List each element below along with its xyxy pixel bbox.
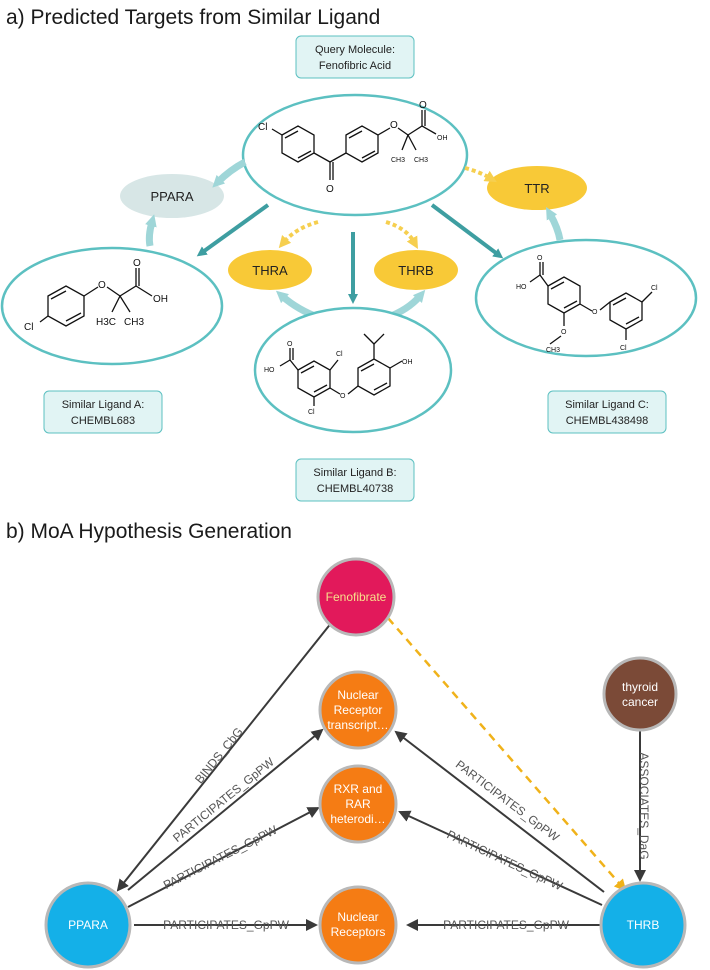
svg-text:Cl: Cl: [620, 345, 627, 352]
svg-text:O: O: [419, 100, 427, 111]
ligand-c-structure: O HO O CH3 O Cl Cl: [516, 255, 658, 354]
svg-text:Cl: Cl: [308, 409, 315, 416]
predicted-arrow-ttr: [464, 166, 497, 183]
curved-arrow-ligand-c-ttr: [546, 207, 564, 241]
target-ppara-label: PPARA: [150, 189, 193, 204]
arrow-query-ligand-a: [196, 203, 270, 257]
curved-arrow-ligand-a-ppara: [145, 214, 157, 247]
target-thrb-label: THRB: [398, 263, 433, 278]
svg-text:Cl: Cl: [336, 351, 343, 358]
edge-predicted-fenofibrate-thrb: [387, 617, 627, 892]
svg-text:Receptors: Receptors: [331, 925, 386, 939]
curved-arrow-query-ppara: [212, 158, 247, 188]
node-ppara[interactable]: PPARA: [44, 881, 132, 969]
target-thrb: [374, 250, 458, 290]
node-nuclear-receptor-transcription[interactable]: Nuclear Receptor transcript…: [318, 670, 398, 750]
ligand-c-label: Similar Ligand C: CHEMBL438498: [547, 390, 667, 434]
svg-text:Similar Ligand C:: Similar Ligand C:: [565, 399, 649, 411]
query-molecule-label: Query Molecule: Fenofibric Acid: [295, 35, 415, 79]
svg-text:RAR: RAR: [345, 797, 371, 811]
svg-text:OH: OH: [402, 359, 413, 366]
node-thyroid-cancer[interactable]: thyroid cancer: [602, 656, 678, 732]
svg-text:HO: HO: [264, 367, 275, 374]
ligand-a-structure: Cl O O OH H3C CH3: [24, 258, 168, 333]
query-molecule-ellipse: [241, 93, 469, 217]
ligand-b-structure: O HO Cl Cl O OH: [264, 333, 413, 416]
svg-text:O: O: [326, 184, 334, 195]
svg-text:Fenofibrate: Fenofibrate: [326, 590, 387, 604]
edge-ppara-rxr: [127, 807, 320, 908]
svg-text:Cl: Cl: [651, 285, 658, 292]
svg-text:CH3: CH3: [391, 157, 405, 164]
svg-text:Receptor: Receptor: [334, 703, 383, 717]
node-nuclear-receptors[interactable]: Nuclear Receptors: [318, 885, 398, 965]
node-thrb[interactable]: THRB: [599, 881, 687, 969]
svg-text:O: O: [98, 280, 106, 291]
ligand-c-ellipse: [474, 238, 698, 358]
svg-text:O: O: [287, 341, 293, 348]
target-ttr: [487, 166, 587, 210]
svg-text:O: O: [390, 120, 398, 131]
svg-text:H3C: H3C: [96, 317, 116, 328]
svg-text:Nuclear: Nuclear: [337, 910, 378, 924]
svg-text:OH: OH: [437, 135, 448, 142]
svg-text:CH3: CH3: [414, 157, 428, 164]
svg-text:O: O: [340, 393, 346, 400]
panel-b-title: b) MoA Hypothesis Generation: [6, 520, 292, 543]
edge-label-ppara-nr: PARTICIPATES_GpPW: [163, 918, 289, 932]
ligand-b-ellipse: [253, 306, 453, 434]
svg-text:CHEMBL683: CHEMBL683: [71, 415, 135, 427]
svg-text:O: O: [561, 329, 567, 336]
edge-label-associates: ASSOCIATES_DaG: [637, 752, 651, 859]
ligand-b-label: Similar Ligand B: CHEMBL40738: [295, 458, 415, 502]
predicted-arrow-thrb: [385, 220, 418, 249]
svg-text:HO: HO: [516, 284, 527, 291]
svg-text:Cl: Cl: [24, 322, 33, 333]
svg-text:transcript…: transcript…: [327, 718, 388, 732]
svg-text:Fenofibric Acid: Fenofibric Acid: [319, 60, 391, 72]
svg-text:Nuclear: Nuclear: [337, 688, 378, 702]
predicted-arrow-thra: [278, 220, 319, 249]
svg-text:Query Molecule:: Query Molecule:: [315, 44, 395, 56]
svg-text:O: O: [537, 255, 543, 262]
edge-label-binds: BINDS_CbG: [192, 725, 246, 787]
target-ttr-label: TTR: [524, 181, 549, 196]
arrow-query-ligand-c: [430, 203, 504, 259]
edge-thrb-nrt: [394, 730, 605, 893]
target-thra: [228, 250, 312, 290]
node-fenofibrate[interactable]: Fenofibrate: [316, 557, 396, 637]
svg-text:CHEMBL438498: CHEMBL438498: [566, 415, 649, 427]
svg-text:Similar Ligand B:: Similar Ligand B:: [313, 467, 396, 479]
edge-binds: [116, 621, 333, 892]
svg-text:PPARA: PPARA: [68, 918, 108, 932]
svg-text:THRB: THRB: [627, 918, 660, 932]
svg-text:thyroid: thyroid: [622, 680, 658, 694]
ligand-a-ellipse: [0, 246, 224, 366]
svg-text:RXR and: RXR and: [334, 782, 383, 796]
panel-a-title: a) Predicted Targets from Similar Ligand: [6, 6, 380, 29]
svg-text:cancer: cancer: [622, 695, 658, 709]
node-rxr-rar-heterodimer[interactable]: RXR and RAR heterodi…: [318, 764, 398, 844]
target-thra-label: THRA: [252, 263, 288, 278]
svg-text:OH: OH: [153, 294, 168, 305]
edge-ppara-nrt: [127, 728, 324, 891]
svg-text:CHEMBL40738: CHEMBL40738: [317, 483, 393, 495]
svg-text:heterodi…: heterodi…: [330, 812, 385, 826]
svg-text:Similar Ligand A:: Similar Ligand A:: [62, 399, 145, 411]
edge-label-thrb-nr: PARTICIPATES_GpPW: [443, 918, 569, 932]
ligand-a-label: Similar Ligand A: CHEMBL683: [43, 390, 163, 434]
target-ppara: [120, 174, 224, 218]
fenofibric-acid-structure: Cl O O O OH CH3 CH3: [258, 100, 448, 195]
svg-text:CH3: CH3: [546, 347, 560, 354]
edge-thrb-rxr: [398, 810, 603, 906]
svg-text:O: O: [133, 258, 141, 269]
svg-text:Cl: Cl: [258, 122, 267, 133]
svg-text:O: O: [592, 309, 598, 316]
svg-text:CH3: CH3: [124, 317, 144, 328]
